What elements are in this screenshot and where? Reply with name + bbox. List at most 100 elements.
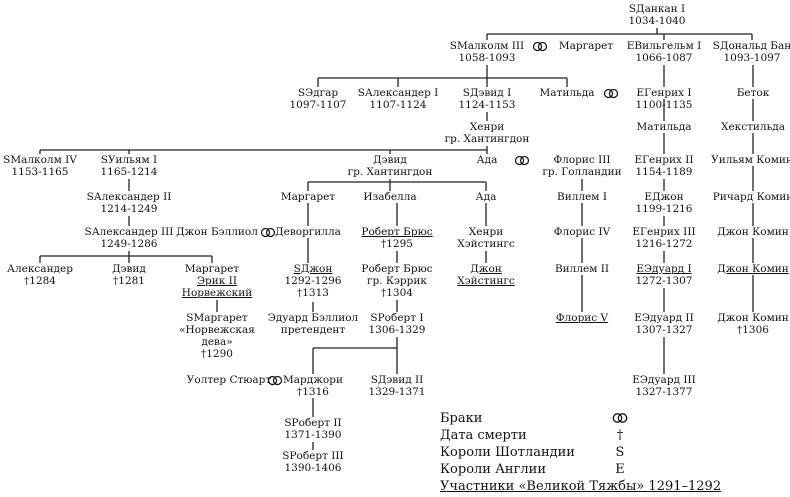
person-line: 1329-1371	[368, 386, 426, 398]
person-line: SДональд Бан	[712, 40, 790, 52]
person-line: SМаргарет	[186, 312, 248, 324]
person-robert-bruce1: Роберт Брюс†1295	[361, 226, 432, 250]
person-line: Виллем I	[557, 191, 607, 203]
person-line: Уильям Комин	[711, 154, 790, 166]
person-line: Маргарет	[280, 191, 336, 203]
person-line: Хенри	[468, 226, 504, 238]
person-line: претендент	[280, 324, 346, 336]
marriage-rings-icon	[612, 413, 628, 423]
person-line: дева»	[201, 336, 233, 348]
person-line: Хенри	[469, 121, 505, 133]
marriage-rings-icon	[603, 88, 619, 99]
marriage-rings-icon	[267, 375, 283, 386]
person-line: EЭдуард III	[632, 374, 696, 386]
person-line: SДэвид I	[462, 87, 512, 99]
person-line: 1154-1189	[635, 166, 693, 178]
person-john-comyn1: Джон Комин	[717, 226, 788, 238]
person-line: 1390-1406	[284, 462, 342, 474]
person-line: 1249-1286	[100, 238, 158, 250]
person-willem2: Виллем II	[555, 263, 609, 275]
legend-row-scot: Короли Шотландии S	[440, 444, 640, 461]
person-line: Ричард Комин	[712, 191, 790, 203]
person-line: †1281	[113, 275, 145, 287]
person-line: 1292-1296	[284, 275, 342, 287]
person-line: EГенрих II	[634, 154, 694, 166]
person-line: гр. Хантингдон	[444, 133, 530, 145]
person-line: Маргарет	[558, 40, 614, 52]
person-ada1: Ада	[477, 154, 498, 166]
person-line: Уолтер Стюарт	[186, 374, 272, 386]
person-line: EЭдуард I	[636, 263, 692, 275]
legend-death-label: Дата смерти	[440, 428, 527, 443]
person-line: 1153-1165	[11, 166, 69, 178]
person-line: †1313	[297, 287, 329, 299]
person-william-comyn: Уильям Комин	[711, 154, 790, 166]
person-line: 1165-1214	[100, 166, 158, 178]
person-line: Матильда	[636, 121, 692, 133]
person-line: SАлександер II	[86, 191, 172, 203]
person-line: гр. Кэррик	[367, 275, 427, 287]
person-line: Джон Комин	[717, 312, 789, 324]
person-marjorie: Марджори†1316	[283, 374, 343, 398]
person-line: Джон	[470, 263, 502, 275]
marriage-rings-icon	[514, 155, 530, 166]
person-line: SРоберт III	[282, 450, 344, 462]
person-line: 1093-1097	[723, 52, 781, 64]
person-line: EГенрих III	[632, 226, 696, 238]
person-betok: Беток	[737, 87, 770, 99]
legend-eng-symbol: E	[615, 462, 625, 477]
person-line: Норвежский	[181, 287, 253, 299]
person-floris5: Флорис V	[556, 312, 608, 324]
legend-scot-label: Короли Шотландии	[440, 445, 575, 460]
legend: Браки Дата смерти † Короли Шотландии S К…	[440, 410, 721, 495]
legend-eng-label: Короли Англии	[440, 462, 546, 477]
person-line: 1034-1040	[628, 15, 686, 27]
person-john-comyn3: Джон Комин†1306	[717, 312, 788, 336]
person-line: Роберт Брюс	[361, 263, 433, 275]
person-line: гр. Голландии	[542, 166, 622, 178]
person-line: SУильям I	[100, 154, 158, 166]
person-line: 1097-1107	[289, 99, 347, 111]
marriage-rings-icon	[260, 227, 276, 238]
person-line: SАлександер I	[357, 87, 439, 99]
person-line: Александер	[7, 263, 73, 275]
legend-claimants-label: Участники «Великой Тяжбы» 1291–1292	[440, 479, 722, 494]
legend-row-claimants: Участники «Великой Тяжбы» 1291–1292	[440, 478, 721, 495]
person-line: Флорис III	[553, 154, 611, 166]
person-line: Джон Бэллиол	[176, 226, 258, 238]
person-line: Виллем II	[554, 263, 610, 275]
person-line: 1307-1327	[635, 324, 693, 336]
legend-row-death: Дата смерти †	[440, 427, 640, 444]
person-hextilda: Хекстильда	[721, 121, 785, 133]
person-floris4: Флорис IV	[554, 226, 610, 238]
person-line: SЭдгар	[297, 87, 339, 99]
person-line: Джон Комин	[717, 226, 789, 238]
person-line: †1316	[297, 386, 329, 398]
person-line: Эрик II	[197, 275, 237, 287]
person-line: SМалколм IV	[3, 154, 77, 166]
person-margaret2: Маргарет	[281, 191, 335, 203]
person-line: гр. Хантингдон	[347, 166, 433, 178]
person-line: Джон Комин	[717, 263, 789, 275]
legend-row-eng: Короли Англии E	[440, 461, 640, 478]
person-line: Хекстильда	[720, 121, 786, 133]
person-margaret3: Маргарет	[185, 263, 239, 275]
person-line: SДанкан I	[628, 3, 686, 15]
